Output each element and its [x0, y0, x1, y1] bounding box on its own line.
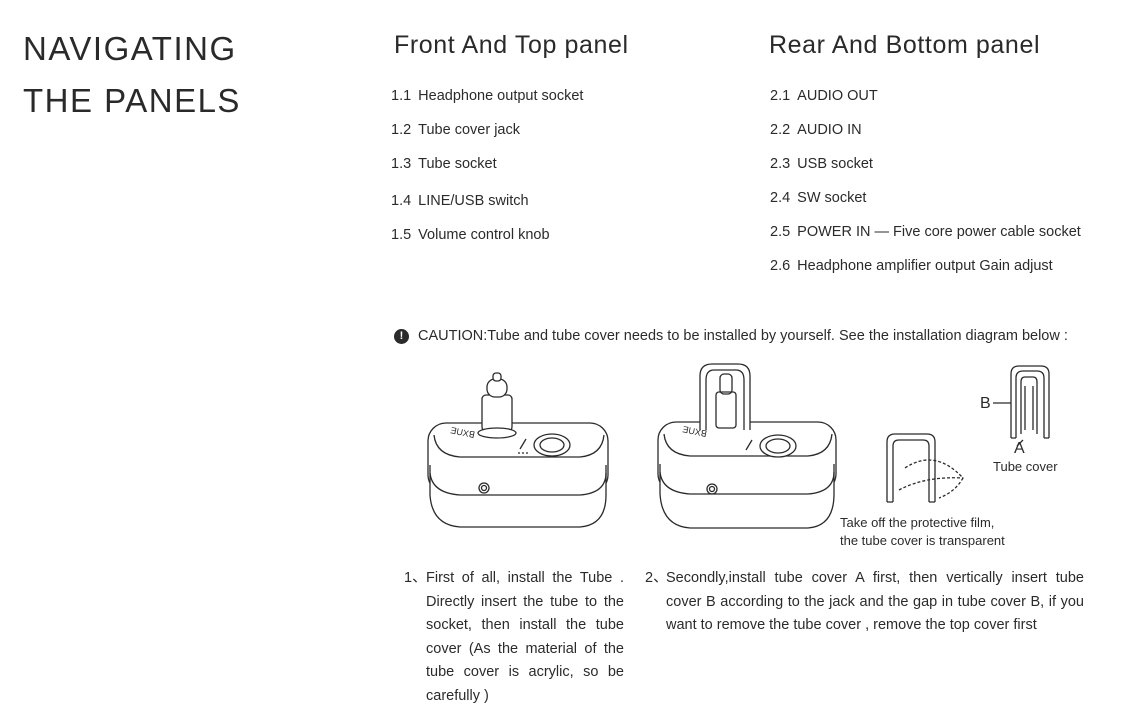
- label-a: A: [1014, 440, 1025, 457]
- step-number: 2、: [645, 570, 668, 586]
- amplifier-with-tube-illustration: ƎUXꓭ: [427, 372, 609, 528]
- film-note-line-1: Take off the protective film,: [840, 515, 995, 530]
- caution-text: CAUTION:Tube and tube cover needs to be …: [418, 328, 1068, 344]
- step-2: 2、 Secondly,install tube cover A first, …: [645, 567, 1090, 657]
- tube-cover-label: Tube cover: [993, 459, 1058, 474]
- step-text: First of all, install the Tube . Directl…: [426, 570, 624, 704]
- front-panel-heading: Front And Top panel: [394, 31, 629, 59]
- tube-cover-a-b-illustration: [993, 365, 1050, 447]
- exclamation-circle-icon: !: [394, 328, 409, 344]
- step-text: Secondly,install tube cover A first, the…: [666, 570, 1084, 633]
- caution-note: ! CAUTION:Tube and tube cover needs to b…: [394, 328, 1068, 344]
- step-number: 1、: [404, 570, 427, 586]
- title-line-1: NAVIGATING: [23, 30, 237, 67]
- rear-panel-heading: Rear And Bottom panel: [769, 31, 1041, 59]
- film-note-line-2: the tube cover is transparent: [840, 533, 1005, 548]
- step-1: 1、 First of all, install the Tube . Dire…: [404, 567, 629, 717]
- title-line-2: THE PANELS: [23, 82, 241, 119]
- label-b: B: [980, 395, 991, 412]
- tube-cover-film-illustration: [886, 433, 964, 503]
- amplifier-with-tube-cover-illustration: ƎUXꓭ: [657, 363, 837, 529]
